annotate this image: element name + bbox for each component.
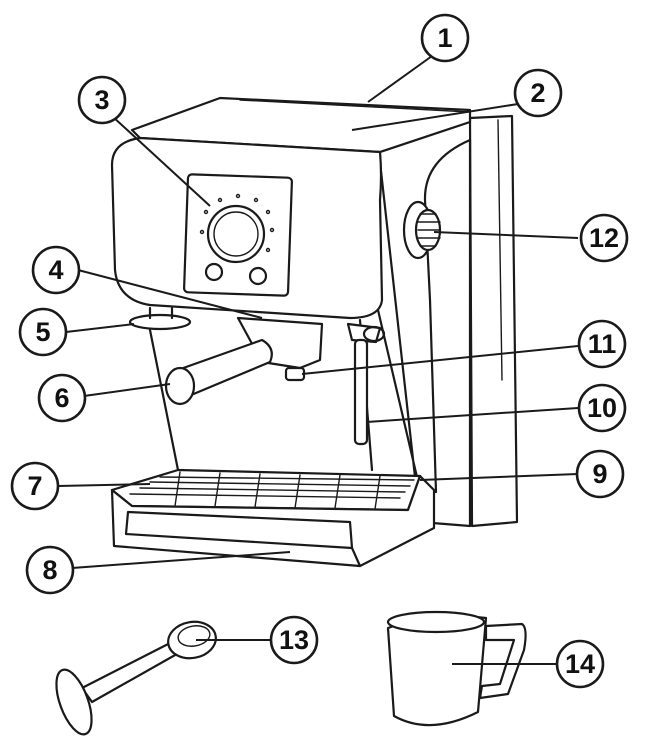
callout-label-12: 12 xyxy=(589,223,619,253)
callout-label-2: 2 xyxy=(530,78,545,108)
callout-label-10: 10 xyxy=(587,393,617,423)
portafilter xyxy=(166,340,272,404)
cup-support xyxy=(130,308,190,329)
callout-9: 9 xyxy=(577,451,623,497)
callout-4: 4 xyxy=(33,247,79,293)
callout-label-11: 11 xyxy=(588,329,617,359)
side-panel xyxy=(372,140,470,526)
callout-label-9: 9 xyxy=(592,459,607,489)
callout-7: 7 xyxy=(12,463,58,509)
milk-jug xyxy=(388,612,526,725)
callout-label-8: 8 xyxy=(42,555,57,585)
callout-label-13: 13 xyxy=(279,625,309,655)
callout-label-4: 4 xyxy=(48,255,63,285)
callout-13: 13 xyxy=(271,617,317,663)
steam-wand xyxy=(348,324,384,444)
callout-2: 2 xyxy=(515,70,561,116)
callout-label-3: 3 xyxy=(94,85,109,115)
callout-10: 10 xyxy=(579,385,625,431)
filter-outlet xyxy=(286,368,304,380)
callout-label-5: 5 xyxy=(35,317,50,347)
espresso-machine xyxy=(112,98,517,566)
callout-14: 14 xyxy=(557,641,603,687)
callout-1: 1 xyxy=(422,15,468,61)
selector-knob xyxy=(208,206,264,262)
callout-label-1: 1 xyxy=(437,23,452,53)
callout-3: 3 xyxy=(79,77,125,123)
callout-8: 8 xyxy=(27,547,73,593)
callout-label-14: 14 xyxy=(565,649,595,679)
callout-label-7: 7 xyxy=(27,471,42,501)
callout-label-6: 6 xyxy=(54,383,69,413)
indicator-light-right xyxy=(250,268,266,284)
water-tank xyxy=(470,116,517,526)
callout-11: 11 xyxy=(579,321,625,367)
callout-5: 5 xyxy=(20,309,66,355)
indicator-light-left xyxy=(206,264,222,280)
callout-12: 12 xyxy=(581,215,627,261)
callout-6: 6 xyxy=(39,375,85,421)
measuring-spoon xyxy=(49,618,219,739)
